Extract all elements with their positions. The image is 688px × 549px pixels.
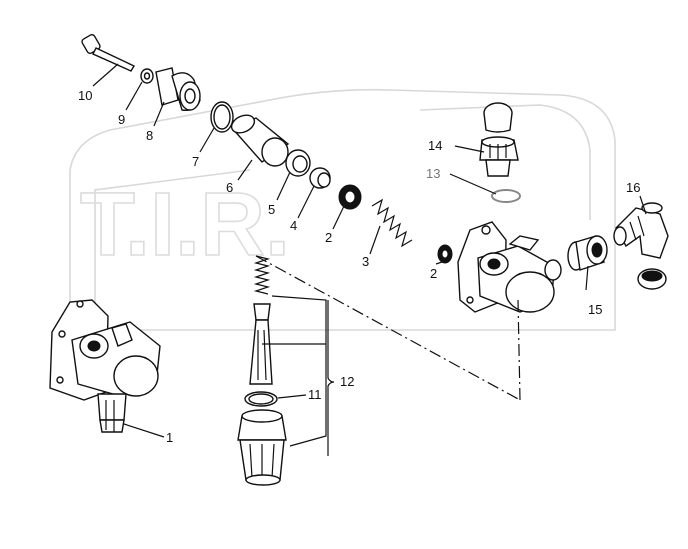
callout-1: 1 xyxy=(166,430,173,445)
assembly-guide-lines xyxy=(255,255,521,447)
bracket-12 xyxy=(327,300,335,456)
part-13-o-ring xyxy=(491,189,521,203)
part-2-washer-upper xyxy=(338,184,362,210)
callout-2-lower: 2 xyxy=(430,266,437,281)
part-5-ring xyxy=(285,149,311,177)
callout-9: 9 xyxy=(118,112,125,127)
callout-10: 10 xyxy=(78,88,92,103)
callout-15: 15 xyxy=(588,302,602,317)
part-7-o-ring xyxy=(210,101,234,133)
callout-4: 4 xyxy=(290,218,297,233)
callout-13: 13 xyxy=(426,166,440,181)
part-8-union-fitting xyxy=(155,67,201,111)
callout-2-upper: 2 xyxy=(325,230,332,245)
watermark-text: T.I.R. xyxy=(80,175,290,275)
callout-5: 5 xyxy=(268,202,275,217)
part-11-o-ring xyxy=(244,391,278,407)
callout-16: 16 xyxy=(626,180,640,195)
part-4-valve-seat xyxy=(309,167,331,189)
part-6-filter-sleeve xyxy=(230,114,290,167)
callouts: 10 9 8 7 6 5 4 2 3 2 14 13 15 16 11 12 1 xyxy=(78,88,640,445)
pump-body-left xyxy=(49,299,161,433)
callout-11: 11 xyxy=(308,387,322,402)
part-16-elbow-fitting xyxy=(613,202,669,259)
leader-lines xyxy=(92,63,647,438)
callout-6: 6 xyxy=(226,180,233,195)
part-2-washer-lower xyxy=(437,244,453,264)
part-15-bushing xyxy=(567,235,608,271)
primer-pump-body xyxy=(237,409,287,486)
part-10-bolt xyxy=(81,33,135,72)
part-16-cap xyxy=(637,268,667,290)
callout-3: 3 xyxy=(362,254,369,269)
pump-body-right xyxy=(457,221,562,313)
callout-7: 7 xyxy=(192,154,199,169)
callout-8: 8 xyxy=(146,128,153,143)
part-14-fitting xyxy=(479,102,519,177)
callout-14: 14 xyxy=(428,138,442,153)
callout-12: 12 xyxy=(340,374,354,389)
watermark: T.I.R. xyxy=(69,88,616,331)
part-3-spring xyxy=(371,198,413,248)
part-12-plunger-assembly xyxy=(249,255,273,385)
part-9-washer xyxy=(140,68,154,84)
